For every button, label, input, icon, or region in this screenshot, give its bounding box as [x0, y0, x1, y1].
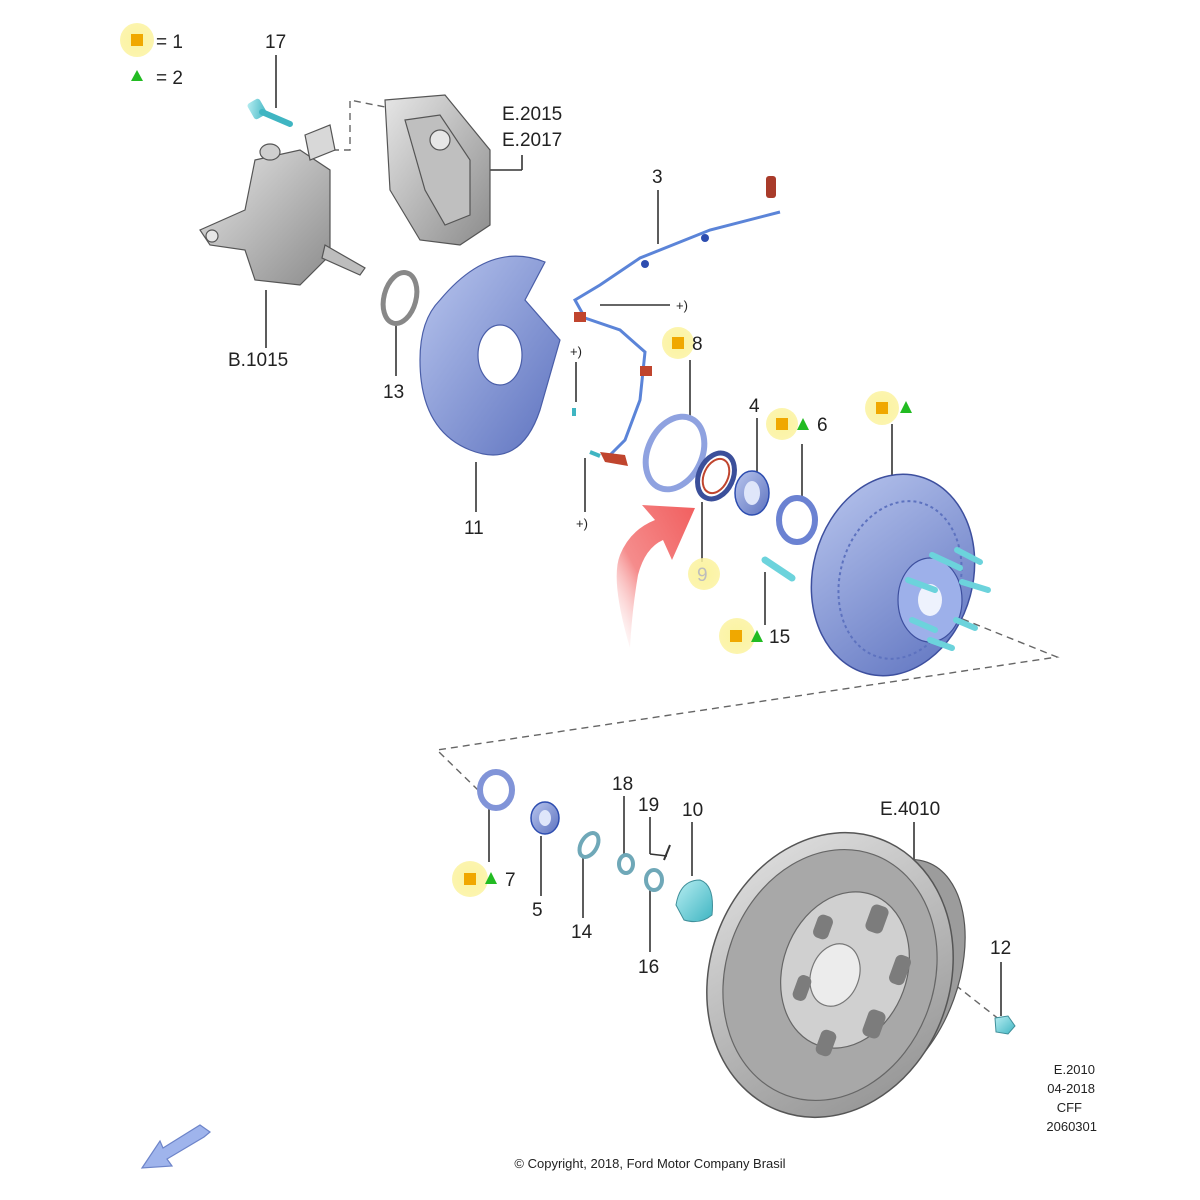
callout-9[interactable]: 9 [697, 565, 708, 586]
wheel-stud-15 [761, 556, 796, 582]
leader-lines [265, 55, 1002, 1016]
bearing-race-6 [776, 495, 818, 545]
callout-3[interactable]: 3 [652, 167, 663, 188]
triangle-marker-icon [485, 872, 497, 884]
callout-plus-upper: +) [570, 344, 582, 359]
marker-group-7 [452, 861, 497, 897]
reference-line-3: CFF [1057, 1100, 1082, 1115]
callout-8[interactable]: 8 [692, 334, 703, 355]
callout-10[interactable]: 10 [682, 800, 703, 821]
marker-group-8 [662, 327, 694, 359]
nut-18 [617, 853, 635, 875]
callout-plus-lower: +) [576, 516, 588, 531]
callout-plus-right: +) [676, 298, 688, 313]
legend-triangle-value: = 2 [156, 68, 183, 89]
brake-caliper [384, 94, 491, 246]
callout-19[interactable]: 19 [638, 795, 659, 816]
square-marker-icon [876, 402, 888, 414]
marker-group-15 [719, 618, 763, 654]
callout-e2017[interactable]: E.2017 [502, 130, 562, 151]
square-marker-icon [672, 337, 684, 349]
triangle-marker-icon [900, 401, 912, 413]
callout-13[interactable]: 13 [383, 382, 404, 403]
bearing-4 [734, 470, 770, 516]
callout-18[interactable]: 18 [612, 774, 633, 795]
legend-square-value: = 1 [156, 32, 183, 53]
callout-e4010[interactable]: E.4010 [880, 799, 940, 820]
retainer-16 [644, 868, 664, 892]
callout-11[interactable]: 11 [464, 518, 484, 539]
brake-rotor-hub [810, 473, 991, 677]
callout-5[interactable]: 5 [532, 900, 543, 921]
steering-knuckle [199, 124, 366, 286]
callout-6[interactable]: 6 [817, 415, 828, 436]
callout-4[interactable]: 4 [749, 396, 760, 417]
oil-seal-9 [695, 450, 737, 502]
marker-group-6 [766, 408, 809, 440]
cotter-pin-19 [663, 844, 671, 861]
square-marker-icon [776, 418, 788, 430]
callout-e2015[interactable]: E.2015 [502, 104, 562, 125]
abs-sensor-harness-3 [572, 176, 781, 466]
callout-7[interactable]: 7 [505, 870, 516, 891]
steel-wheel [706, 831, 966, 1119]
callout-16[interactable]: 16 [638, 957, 659, 978]
dust-shield-11 [419, 255, 561, 456]
bearing-race-7 [477, 769, 515, 811]
navigate-back-arrow-icon[interactable] [140, 1124, 211, 1169]
callout-b1015[interactable]: B.1015 [228, 350, 288, 371]
square-marker-icon [730, 630, 742, 642]
reference-line-2: 04-2018 [1047, 1081, 1095, 1096]
square-marker-icon [464, 873, 476, 885]
callout-17[interactable]: 17 [265, 32, 286, 53]
callout-12[interactable]: 12 [990, 938, 1011, 959]
legend: = 1 = 2 [120, 23, 183, 89]
triangle-marker-icon [751, 630, 763, 642]
tone-ring-8 [642, 413, 708, 493]
seal-13 [380, 270, 420, 326]
washer-14 [577, 831, 601, 859]
reference-line-1: E.2010 [1054, 1062, 1095, 1077]
lug-nut-12 [994, 1015, 1016, 1035]
square-marker-icon [131, 34, 143, 46]
marker-group-9 [688, 558, 720, 590]
triangle-marker-icon [131, 70, 143, 81]
hub-cap-10 [675, 879, 713, 923]
callout-15[interactable]: 15 [769, 627, 790, 648]
triangle-marker-icon [797, 418, 809, 430]
highlight-circle [688, 558, 720, 590]
red-pointer-arrow-icon [616, 505, 695, 648]
marker-group-rotor [865, 391, 912, 425]
bearing-5 [530, 801, 560, 835]
bolt-17 [247, 98, 293, 127]
reference-line-4: 2060301 [1046, 1119, 1097, 1134]
copyright-notice: © Copyright, 2018, Ford Motor Company Br… [514, 1156, 785, 1171]
reference-block: E.2010 04-2018 CFF 2060301 [1046, 1062, 1097, 1134]
callout-14[interactable]: 14 [571, 922, 593, 943]
callout-labels: 17 E.2015 E.2017 3 B.1015 13 11 +) +) +)… [228, 32, 1011, 978]
